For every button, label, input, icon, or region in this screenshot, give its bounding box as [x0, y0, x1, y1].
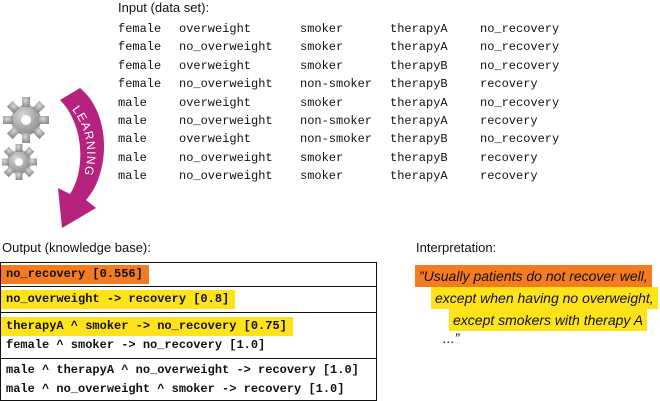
learning-arrow: LEARNING	[58, 88, 105, 228]
table-cell: male	[118, 150, 147, 165]
kb-section: therapyA ^ smoker -> no_recovery [0.75] …	[1, 313, 376, 359]
table-cell: no_recovery	[480, 132, 560, 147]
knowledge-base: no_recovery [0.556] no_overweight -> rec…	[0, 262, 377, 401]
table-cell: smoker	[300, 58, 344, 73]
table-cell: therapyB	[390, 150, 448, 165]
table-cell: no_overweight	[179, 150, 273, 165]
table-cell: no_recovery	[480, 95, 560, 110]
table-cell: no_overweight	[179, 113, 273, 128]
table-cell: smoker	[300, 22, 344, 36]
gear-icon-small	[2, 144, 37, 180]
table-cell: therapyA	[390, 113, 448, 128]
gear-icon-large	[3, 97, 49, 143]
table-cell: therapyB	[390, 77, 448, 92]
table-cell: overweight	[179, 22, 252, 36]
interpretation-line: ”Usually patients do not recover well,	[415, 265, 652, 287]
table-cell: therapyB	[390, 132, 448, 147]
table-cell: therapyB	[390, 58, 448, 73]
table-cell: no_overweight	[179, 169, 273, 184]
kb-rule: no_recovery [0.556]	[1, 265, 149, 284]
kb-rule: no_overweight -> recovery [0.8]	[1, 290, 236, 309]
table-cell: non-smoker	[300, 77, 373, 92]
kb-rule: female ^ smoker -> no_recovery [1.0]	[6, 338, 266, 352]
table-cell: therapyA	[390, 169, 448, 184]
table-cell: therapyA	[390, 95, 448, 110]
kb-section: male ^ therapyA ^ no_overweight -> recov…	[1, 359, 376, 399]
table-cell: smoker	[300, 150, 344, 165]
table-cell: female	[118, 22, 162, 36]
table-cell: smoker	[300, 95, 344, 110]
table-cell: recovery	[480, 77, 538, 92]
table-cell: smoker	[300, 169, 344, 184]
table-cell: smoker	[300, 40, 344, 55]
kb-rule: male ^ no_overweight ^ smoker -> recover…	[6, 382, 345, 396]
interpretation-line: except when having no overweight,	[431, 287, 658, 309]
table-cell: no_recovery	[480, 58, 560, 73]
table-cell: male	[118, 132, 147, 147]
table-cell: male	[118, 95, 147, 110]
table-cell: female	[118, 58, 162, 73]
table-cell: non-smoker	[300, 132, 373, 147]
output-title: Output (knowledge base):	[2, 240, 151, 255]
table-cell: no_overweight	[179, 77, 273, 92]
input-title: Input (data set):	[118, 0, 210, 15]
table-cell: therapyA	[390, 22, 448, 36]
table-cell: no_recovery	[480, 22, 560, 36]
interpretation-line: ...”	[443, 330, 460, 346]
kb-rule: male ^ therapyA ^ no_overweight -> recov…	[6, 363, 359, 377]
table-cell: overweight	[179, 132, 252, 147]
arrow-shape	[58, 88, 105, 228]
table-cell: overweight	[179, 95, 252, 110]
kb-section: no_recovery [0.556]	[1, 263, 376, 287]
table-cell: non-smoker	[300, 113, 373, 128]
table-cell: therapyA	[390, 40, 448, 55]
table-cell: male	[118, 113, 147, 128]
table-cell: female	[118, 77, 162, 92]
kb-rule: therapyA ^ smoker -> no_recovery [0.75]	[1, 317, 293, 336]
interpretation-title: Interpretation:	[416, 240, 497, 255]
table-cell: overweight	[179, 58, 252, 73]
table-cell: male	[118, 169, 147, 184]
kb-section: no_overweight -> recovery [0.8]	[1, 287, 376, 313]
table-cell: no_recovery	[480, 40, 560, 55]
gear-icon	[2, 97, 49, 180]
table-cell: recovery	[480, 113, 538, 128]
table-cell: female	[118, 40, 162, 55]
table-cell: recovery	[480, 150, 538, 165]
table-cell: recovery	[480, 169, 538, 184]
table-cell: no_overweight	[179, 40, 273, 55]
interpretation-line: except smokers with therapy A	[449, 309, 648, 331]
